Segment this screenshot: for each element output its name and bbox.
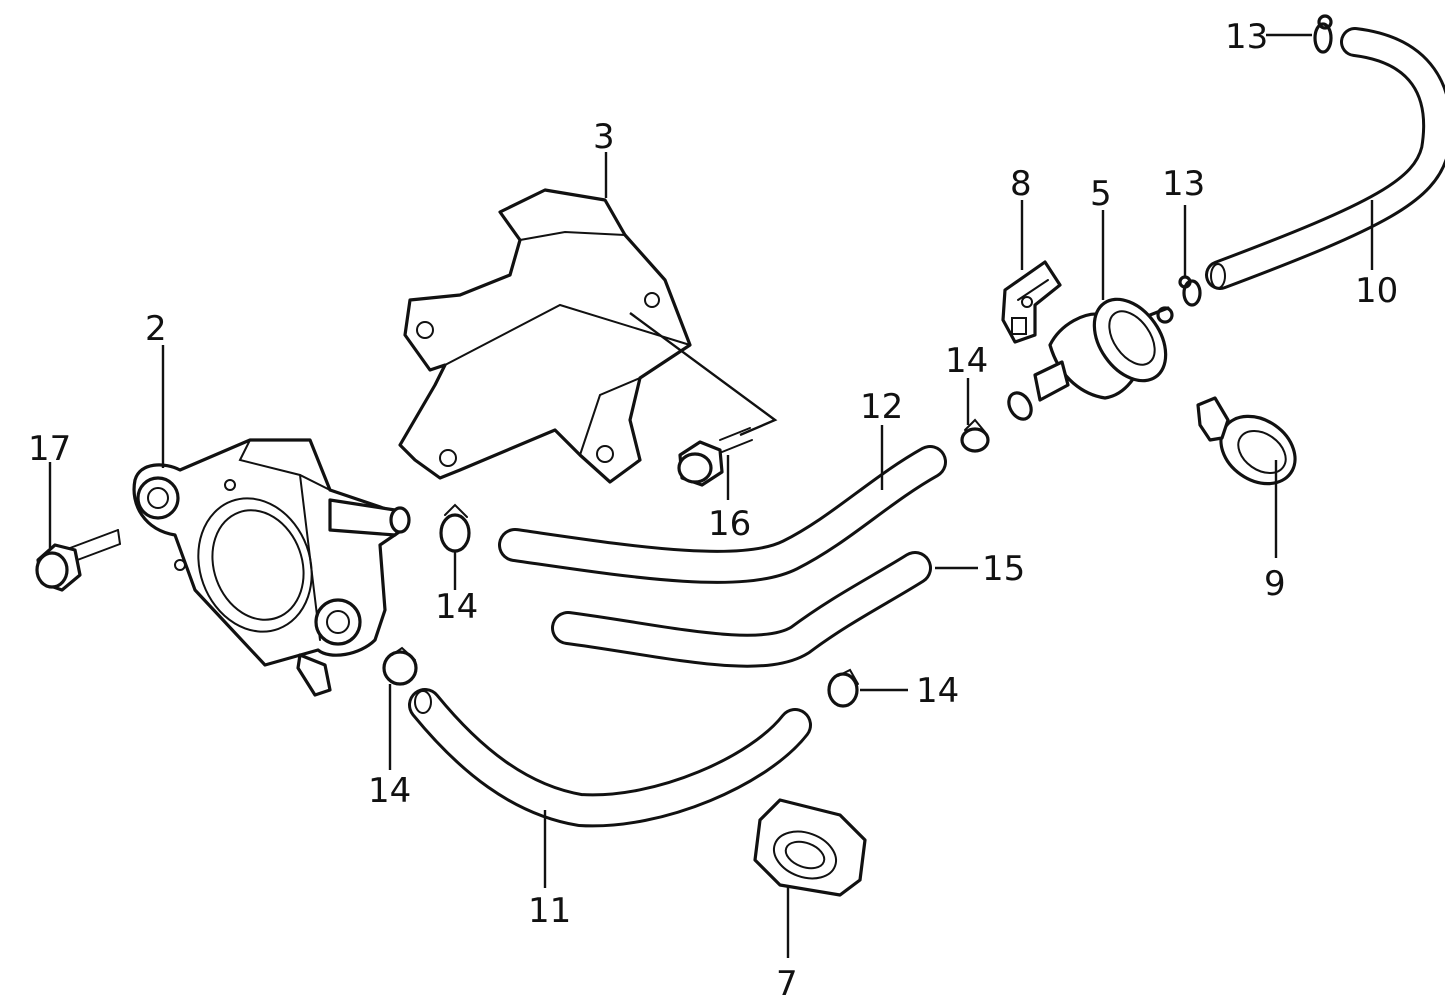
part-5-fuel-filter xyxy=(1007,297,1174,421)
callout-15: 15 xyxy=(982,549,1025,589)
callout-13-top: 13 xyxy=(1225,17,1268,57)
callout-3: 3 xyxy=(593,117,615,157)
part-10-hose xyxy=(1205,27,1445,290)
part-7-grommet xyxy=(753,798,867,897)
part-13-clip-mid xyxy=(1178,275,1202,307)
callout-9: 9 xyxy=(1264,564,1286,604)
part-15-hose xyxy=(551,551,932,668)
part-14-clip-center xyxy=(439,503,471,553)
part-11-hose xyxy=(408,688,812,828)
callout-5: 5 xyxy=(1090,174,1112,214)
callout-2: 2 xyxy=(145,309,167,349)
part-12-hose xyxy=(498,445,947,584)
part-17-bolt xyxy=(35,529,121,592)
part-16-bolt xyxy=(677,427,753,487)
callout-11: 11 xyxy=(528,891,571,931)
callout-14-lower-right: 14 xyxy=(916,671,959,711)
part-14-clip-lower-right xyxy=(827,668,859,708)
part-14-clip-lower-left xyxy=(382,646,418,686)
part-2-flange xyxy=(132,438,411,697)
part-9-clamp xyxy=(1196,396,1297,486)
callout-14-lower-left: 14 xyxy=(368,771,411,811)
callout-17: 17 xyxy=(28,429,71,469)
callout-16: 16 xyxy=(708,504,751,544)
part-8-bracket xyxy=(1001,260,1062,344)
part-14-clip-upper-right xyxy=(960,418,990,453)
callout-12: 12 xyxy=(860,387,903,427)
part-3-cover xyxy=(398,188,692,484)
callout-8: 8 xyxy=(1010,164,1032,204)
callout-7: 7 xyxy=(776,964,798,1000)
part-13-clip-top xyxy=(1313,14,1333,54)
callout-14-center: 14 xyxy=(435,587,478,627)
callout-14-upper-right: 14 xyxy=(945,341,988,381)
callout-13-mid: 13 xyxy=(1162,164,1205,204)
callout-10: 10 xyxy=(1355,271,1398,311)
